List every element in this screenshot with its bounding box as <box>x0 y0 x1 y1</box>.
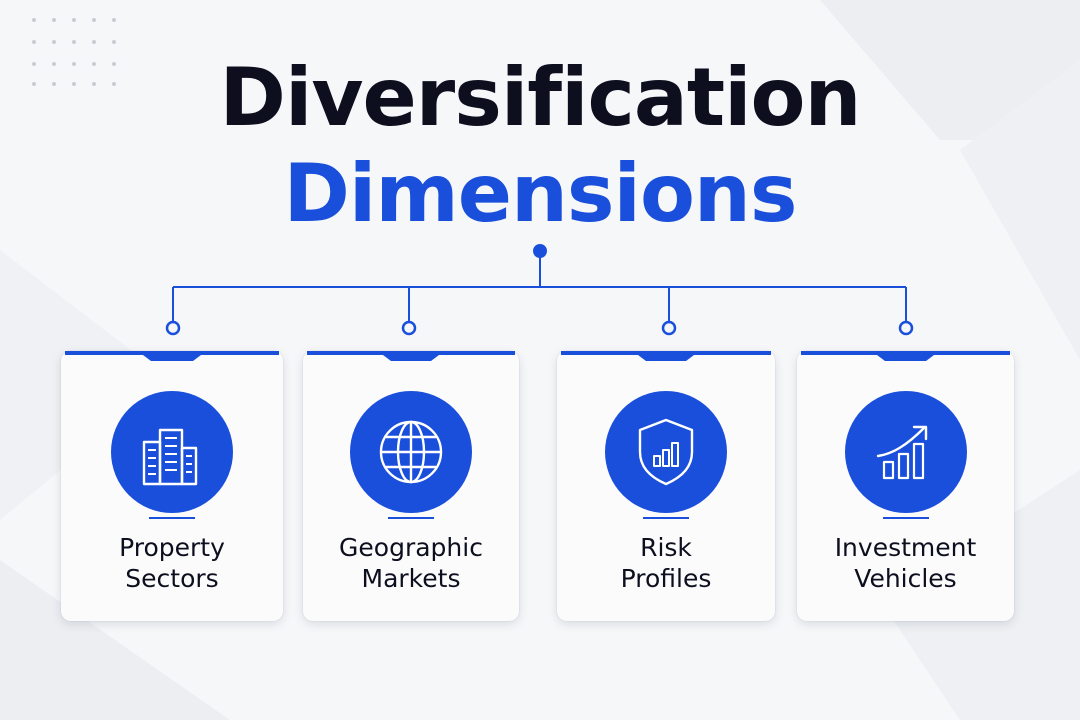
card-label: Investment Vehicles <box>797 532 1014 594</box>
card-label-line-1: Risk <box>640 533 692 562</box>
card-property-sectors: Property Sectors <box>61 351 283 621</box>
card-label-line-1: Geographic <box>339 533 483 562</box>
card-tab-accent <box>65 351 279 361</box>
card-label: Property Sectors <box>61 532 283 594</box>
card-label-line-2: Sectors <box>125 564 219 593</box>
dot-grid-decoration <box>32 18 116 86</box>
buildings-icon <box>111 391 233 513</box>
connector-node-3 <box>661 320 677 336</box>
card-tab-accent <box>801 351 1010 361</box>
card-tab-accent <box>561 351 771 361</box>
card-label-line-2: Vehicles <box>854 564 957 593</box>
connector-node-1 <box>165 320 181 336</box>
connector-root-node <box>533 244 547 258</box>
title-line-1: Diversification <box>219 51 862 144</box>
connector-node-2 <box>401 320 417 336</box>
card-label-line-2: Markets <box>361 564 461 593</box>
card-tab-accent <box>307 351 515 361</box>
card-geographic-markets: Geographic Markets <box>303 351 519 621</box>
card-label-line-2: Profiles <box>620 564 712 593</box>
card-label: Geographic Markets <box>303 532 519 594</box>
card-divider <box>882 517 929 519</box>
title-line-2: Dimensions <box>283 147 798 240</box>
shield-chart-icon <box>605 391 727 513</box>
card-divider <box>643 517 689 519</box>
globe-icon <box>350 391 472 513</box>
card-risk-profiles: Risk Profiles <box>557 351 775 621</box>
card-label: Risk Profiles <box>557 532 775 594</box>
growth-chart-icon <box>844 391 967 513</box>
card-label-line-1: Investment <box>834 533 977 562</box>
card-investment-vehicles: Investment Vehicles <box>797 351 1014 621</box>
card-divider <box>149 517 195 519</box>
card-divider <box>388 517 434 519</box>
connector-node-4 <box>898 320 914 336</box>
card-label-line-1: Property <box>119 533 225 562</box>
